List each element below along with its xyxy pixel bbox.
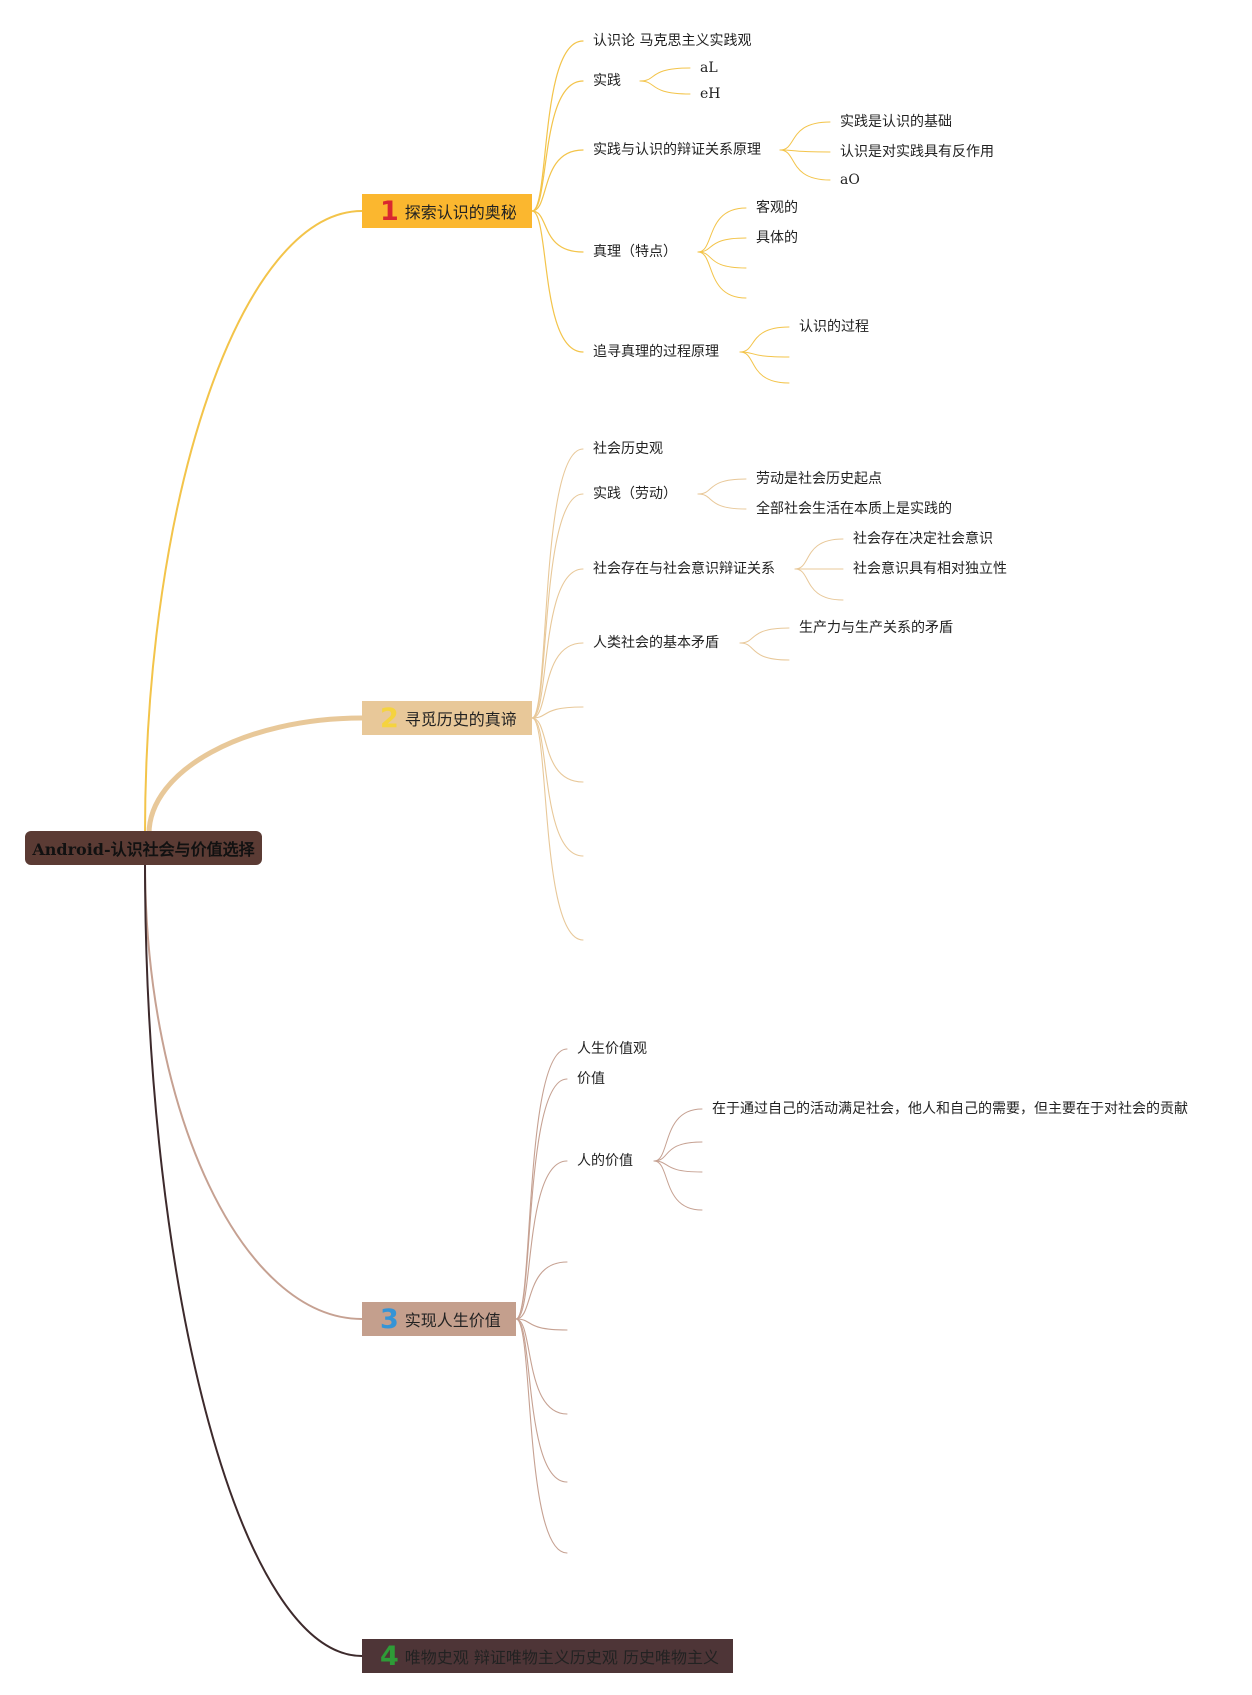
subtopic-node[interactable]: 生产力与生产关系的矛盾 xyxy=(799,620,953,636)
branch-number-badge: 2 xyxy=(380,702,399,734)
topic-connector-line xyxy=(515,1318,568,1331)
topic-connector-line xyxy=(531,149,584,212)
branch-label: 唯物史观 辩证唯物主义历史观 历史唯物主义 xyxy=(404,1648,719,1667)
subtopic-connector-line xyxy=(653,1141,703,1162)
branch-number-badge: 1 xyxy=(380,195,399,227)
subtopic-connector-line xyxy=(697,251,747,299)
root-label: Android-认识社会与价值选择 xyxy=(32,840,255,859)
topic-node[interactable]: 人的价值 xyxy=(577,1153,633,1169)
topic-connector-line xyxy=(531,717,584,857)
branch-number-badge: 3 xyxy=(380,1303,399,1335)
branch-label: 寻觅历史的真谛 xyxy=(404,710,517,729)
subtopic-node[interactable]: aL xyxy=(700,60,718,76)
subtopic-connector-line xyxy=(697,493,747,510)
subtopic-connector-line xyxy=(639,67,691,82)
topic-connector-line xyxy=(515,1048,568,1320)
subtopic-connector-line xyxy=(779,149,831,153)
topic-node[interactable]: 实践（劳动） xyxy=(593,486,677,502)
topic-connector-line xyxy=(531,210,584,253)
branch-label: 实现人生价值 xyxy=(404,1311,501,1330)
subtopic-connector-line xyxy=(697,207,747,253)
root-node[interactable]: Android-认识社会与价值选择 xyxy=(25,831,262,865)
branch-number-badge: 4 xyxy=(380,1640,399,1672)
topic-connector-line xyxy=(531,448,584,719)
subtopic-node[interactable]: aO xyxy=(840,172,860,188)
subtopic-node[interactable]: eH xyxy=(700,86,721,102)
subtopic-node[interactable]: 社会意识具有相对独立性 xyxy=(853,561,1007,577)
branch-connector-line xyxy=(144,861,363,1657)
subtopic-connector-line xyxy=(739,642,790,661)
subtopic-connector-line xyxy=(639,80,691,95)
branch-connector-line xyxy=(144,861,363,1320)
topic-connector-line xyxy=(531,210,584,353)
subtopic-node[interactable]: 认识是对实践具有反作用 xyxy=(840,144,994,160)
subtopic-connector-line xyxy=(794,538,844,570)
subtopic-node[interactable]: 社会存在决定社会意识 xyxy=(853,531,993,547)
topic-node[interactable]: 人类社会的基本矛盾 xyxy=(593,635,719,651)
branch-node-3[interactable]: 3 实现人生价值 xyxy=(362,1302,516,1336)
subtopic-connector-line xyxy=(697,237,747,253)
subtopic-connector-line xyxy=(794,568,844,601)
topic-connector-line xyxy=(531,80,584,212)
topic-connector-line xyxy=(515,1318,568,1415)
topic-node[interactable]: 社会历史观 xyxy=(593,441,663,457)
branch-node-2[interactable]: 2 寻觅历史的真谛 xyxy=(362,701,532,735)
topic-connector-line xyxy=(531,717,584,941)
subtopic-node[interactable]: 客观的 xyxy=(756,200,798,216)
subtopic-connector-line xyxy=(739,351,790,384)
subtopic-connector-line xyxy=(779,121,831,151)
topic-node[interactable]: 社会存在与社会意识辩证关系 xyxy=(593,561,775,577)
topic-connector-line xyxy=(531,40,584,212)
topic-connector-line xyxy=(531,717,584,783)
subtopic-connector-line xyxy=(697,251,747,269)
subtopic-connector-line xyxy=(739,326,790,353)
topic-node[interactable]: 认识论 马克思主义实践观 xyxy=(593,33,752,49)
topic-node[interactable]: 实践 xyxy=(593,73,621,89)
branch-connector-line xyxy=(144,210,363,835)
subtopic-connector-line xyxy=(779,149,831,181)
topic-connector-line xyxy=(515,1318,568,1554)
branch-connector-line xyxy=(146,715,363,835)
subtopic-node[interactable]: 在于通过自己的活动满足社会，他人和自己的需要，但主要在于对社会的贡献 xyxy=(712,1101,1188,1117)
subtopic-node[interactable]: 认识的过程 xyxy=(799,319,869,335)
subtopic-node[interactable]: 具体的 xyxy=(756,230,798,246)
topic-node[interactable]: 人生价值观 xyxy=(577,1041,647,1057)
topic-connector-line xyxy=(531,493,584,719)
topic-connector-line xyxy=(515,1261,568,1320)
topic-connector-line xyxy=(515,1318,568,1483)
topic-node[interactable]: 追寻真理的过程原理 xyxy=(593,344,719,360)
subtopic-connector-line xyxy=(653,1160,703,1211)
subtopic-connector-line xyxy=(653,1108,703,1162)
branch-node-4[interactable]: 4 唯物史观 辩证唯物主义历史观 历史唯物主义 xyxy=(362,1639,733,1673)
topic-connector-line xyxy=(515,1078,568,1320)
subtopic-node[interactable]: 实践是认识的基础 xyxy=(840,114,952,130)
branch-label: 探索认识的奥秘 xyxy=(404,203,517,222)
topic-node[interactable]: 价值 xyxy=(577,1071,605,1087)
topic-connector-line xyxy=(515,1160,568,1320)
branch-node-1[interactable]: 1 探索认识的奥秘 xyxy=(362,194,532,228)
topic-node[interactable]: 实践与认识的辩证关系原理 xyxy=(593,142,761,158)
subtopic-node[interactable]: 全部社会生活在本质上是实践的 xyxy=(756,501,952,517)
subtopic-node[interactable]: 劳动是社会历史起点 xyxy=(756,471,882,487)
topic-connector-line xyxy=(531,568,584,719)
subtopic-connector-line xyxy=(653,1160,703,1173)
topic-node[interactable]: 真理（特点） xyxy=(593,244,677,260)
subtopic-connector-line xyxy=(739,627,790,644)
topic-connector-line xyxy=(531,706,584,719)
topic-connector-line xyxy=(531,642,584,719)
subtopic-connector-line xyxy=(739,351,790,358)
subtopic-connector-line xyxy=(697,478,747,495)
